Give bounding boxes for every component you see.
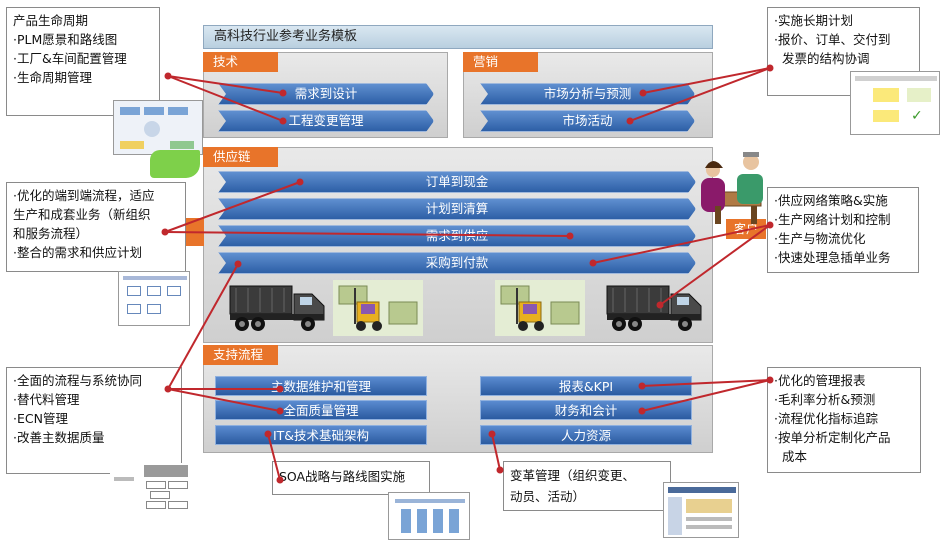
forklift-left-icon <box>333 280 423 336</box>
callout-plm: 产品生命周期·PLM愿景和路线图·工厂&车间配置管理·生命周期管理 <box>6 7 160 116</box>
chevron-market-analysis[interactable]: 市场分析与预测 <box>480 83 695 105</box>
soa-document-thumbnail <box>388 492 470 540</box>
change-document-thumbnail <box>663 482 739 538</box>
supply-chain-tab: 供应链 <box>203 147 278 167</box>
collab-document-thumbnail <box>110 463 192 511</box>
callout-collaboration: ·全面的流程与系统协同·替代料管理·ECN管理·改善主数据质量 <box>6 367 182 474</box>
chevron-market-campaign[interactable]: 市场活动 <box>480 110 695 132</box>
quality-management-button[interactable]: 全面质量管理 <box>215 400 427 420</box>
flow-document-thumbnail <box>118 271 190 326</box>
callout-supply-network: ·供应网络策略&实施·生产网络计划和控制·生产与物流优化·快速处理急插单业务 <box>767 187 919 273</box>
chevron-procure-to-pay[interactable]: 采购到付款 <box>218 252 696 274</box>
reports-kpi-button[interactable]: 报表&KPI <box>480 376 692 396</box>
finance-accounting-button[interactable]: 财务和会计 <box>480 400 692 420</box>
callout-change-management: 变革管理（组织变更、动员、活动） <box>503 461 671 511</box>
callout-soa: SOA战略与路线图实施 <box>272 461 430 495</box>
callout-management-reports: ·优化的管理报表·毛利率分析&预测·流程优化指标追踪·按单分析定制化产品 成本 <box>767 367 921 473</box>
customer-meeting-icon <box>701 152 763 224</box>
model-title: 高科技行业参考业务模板 <box>214 29 358 44</box>
it-infrastructure-button[interactable]: IT&技术基础架构 <box>215 425 427 445</box>
model-title-bar: 高科技行业参考业务模板 <box>203 25 713 49</box>
chevron-engineering-change[interactable]: 工程变更管理 <box>218 110 434 132</box>
chevron-order-to-cash[interactable]: 订单到现金 <box>218 171 696 193</box>
plm-document-thumbnail <box>113 100 203 155</box>
truck-right-icon <box>606 285 702 331</box>
forklift-right-icon <box>495 280 585 336</box>
green-arrow-decoration <box>150 150 200 178</box>
chevron-requirement-to-design[interactable]: 需求到设计 <box>218 83 434 105</box>
marketing-tab: 营销 <box>463 52 538 72</box>
plan-document-thumbnail: ✓ <box>850 71 940 135</box>
callout-e2e-flow: ·优化的端到端流程，适应生产和成套业务（新组织和服务流程）·整合的需求和供应计划 <box>6 182 186 272</box>
truck-left-icon <box>229 285 325 331</box>
chevron-demand-to-supply[interactable]: 需求到供应 <box>218 225 696 247</box>
chevron-plan-to-settle[interactable]: 计划到清算 <box>218 198 696 220</box>
support-tab: 支持流程 <box>203 345 278 365</box>
master-data-button[interactable]: 主数据维护和管理 <box>215 376 427 396</box>
human-resources-button[interactable]: 人力资源 <box>480 425 692 445</box>
tech-tab: 技术 <box>203 52 278 72</box>
